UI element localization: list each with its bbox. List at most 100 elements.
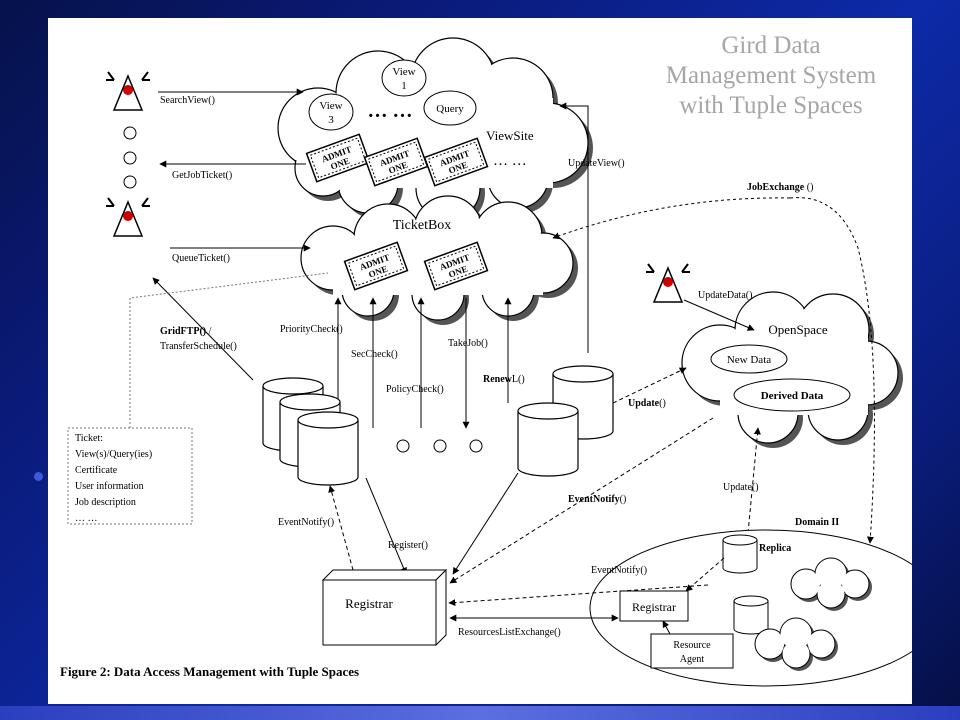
eventnotify-left-arrow [328, 485, 354, 571]
eventnotify-bold: EventNotify [568, 494, 620, 505]
view-3-number: 3 [328, 114, 334, 126]
ticket-note-line: Certificate [75, 465, 118, 476]
admit-one-ticket: ADMIT ONE [363, 137, 429, 187]
new-data-label: New Data [727, 354, 771, 366]
registrar-main-label: Registrar [345, 596, 393, 611]
queueticket-label: QueueTicket() [172, 253, 230, 264]
duke-mascot-icon [646, 263, 690, 303]
slide-bullet-dot [34, 472, 43, 481]
replica-eventnotify-arrow [685, 557, 725, 592]
slide-title-line-3: with Tuple Spaces [679, 92, 862, 119]
query-label: Query [436, 103, 464, 115]
slide-canvas: Gird Data Management System with Tuple S… [48, 18, 943, 704]
jobexchange-arrow-left [552, 197, 791, 240]
viewsite-label: ViewSite [486, 128, 534, 143]
duke-mascot-icon [106, 71, 150, 111]
eventnotify-long-arrow [449, 417, 714, 584]
admit-one-ticket: ADMIT ONE [343, 241, 409, 291]
view-1-label: View [392, 66, 415, 78]
eventnotify-domain-label: EventNotify() [591, 565, 647, 576]
admit-one-ticket: ADMIT ONE [423, 137, 489, 187]
query-node [423, 90, 477, 126]
seccheck-label: SecCheck() [351, 349, 398, 360]
admit-one-ticket: ADMIT ONE [305, 133, 371, 183]
jobexchange-label: JobExchange () [747, 182, 813, 193]
renewl-label: RenewL() [483, 374, 525, 385]
registrar-domain [619, 590, 689, 622]
viewsite-more-tickets: … … [493, 153, 527, 169]
replica-label: Replica [759, 543, 791, 554]
update-parens: () [659, 398, 666, 409]
update-replica-arrow [747, 427, 761, 534]
small-cloud [790, 557, 872, 611]
small-cloud [754, 617, 838, 671]
admit-one-ticket: ADMIT ONE [423, 241, 489, 291]
database-ellipsis-circle [396, 439, 410, 453]
jobexchange-parens: () [804, 182, 813, 193]
update-label: Update() [628, 398, 666, 409]
resource-agent-line1: Resource [673, 640, 711, 651]
resource-agent-box [650, 633, 734, 669]
ticketbox-label: TicketBox [393, 218, 452, 233]
derived-data-node [733, 378, 851, 412]
eventnotify-domain-arrow [448, 584, 709, 607]
database-ellipsis-circle [469, 439, 483, 453]
duke-mascot-icon [106, 197, 150, 237]
viewsite-cloud [277, 37, 593, 225]
ticket-note-line: Job description [75, 497, 136, 508]
slide-title-line-1: Gird Data [721, 32, 820, 59]
takejob-label: TakeJob() [448, 338, 488, 349]
eventnotify-label: EventNotify() [568, 494, 626, 505]
openspace-label: OpenSpace [768, 322, 827, 337]
ticket-note-line: View(s)/Query(ies) [75, 449, 152, 460]
database-cylinder [297, 411, 359, 486]
derived-data-label: Derived Data [761, 390, 824, 402]
resource-agent-line2: Agent [680, 654, 705, 665]
jobexchange-name: JobExchange [747, 182, 805, 193]
user-ellipsis-circle [123, 175, 137, 189]
database-ellipsis-circle [433, 439, 447, 453]
user-ellipsis-circle [123, 126, 137, 140]
updatedata-label: UpdateData() [698, 290, 752, 301]
database-cylinder [517, 402, 579, 477]
ticket-connector [129, 272, 329, 428]
transferschedule-label: TransferSchedule() [160, 341, 237, 352]
replica-cylinder [722, 534, 758, 574]
gridftp-slash: / [206, 326, 212, 337]
view-3-label: View [319, 100, 342, 112]
renewl-rest: L() [512, 374, 525, 385]
eventnotify-left-label: EventNotify() [278, 517, 334, 528]
replica-cylinder [733, 595, 769, 635]
searchview-label: SearchView() [160, 95, 215, 106]
update-replica-label: Update() [723, 482, 759, 493]
gridftp-label: GridFTP() / [160, 326, 212, 337]
getjobticket-label: GetJobTicket() [172, 170, 232, 181]
user-ellipsis-circle [123, 151, 137, 165]
domain-ii-label: Domain II [795, 517, 839, 528]
register-arrow-right [452, 472, 519, 575]
figure-caption: Figure 2: Data Access Management with Tu… [60, 664, 359, 679]
slide-bottom-bar [0, 706, 960, 720]
updatedata-arrow [683, 299, 755, 331]
prioritycheck-label: PriorityCheck() [280, 324, 343, 335]
updateview-label: UpdateView() [568, 158, 625, 169]
new-data-node [710, 344, 788, 374]
openspace-cloud [681, 291, 903, 448]
slide-title-line-2: Management System [666, 62, 877, 89]
update-bold: Update [628, 398, 660, 409]
jobexchange-arrow-right [789, 197, 875, 544]
gridftp-name: GridFTP() [160, 326, 206, 337]
gridftp-arrow [152, 277, 254, 381]
renewl-bold: Renew [483, 374, 513, 385]
diagram-svg: Gird Data Management System with Tuple S… [60, 32, 943, 687]
ticket-note-line: Ticket: [75, 433, 103, 444]
registrar-main: Registrar [321, 568, 448, 647]
resource-agent-arrow [662, 620, 671, 635]
policycheck-label: PolicyCheck() [386, 384, 444, 395]
updateview-arrow [559, 102, 589, 353]
slide-title: Gird Data Management System with Tuple S… [666, 32, 877, 119]
ticket-note-line: User information [75, 481, 144, 492]
view-3-node [308, 93, 354, 131]
view-1-number: 1 [401, 80, 407, 92]
resourceslistexchange-label: ResourcesListExchange() [458, 627, 561, 638]
